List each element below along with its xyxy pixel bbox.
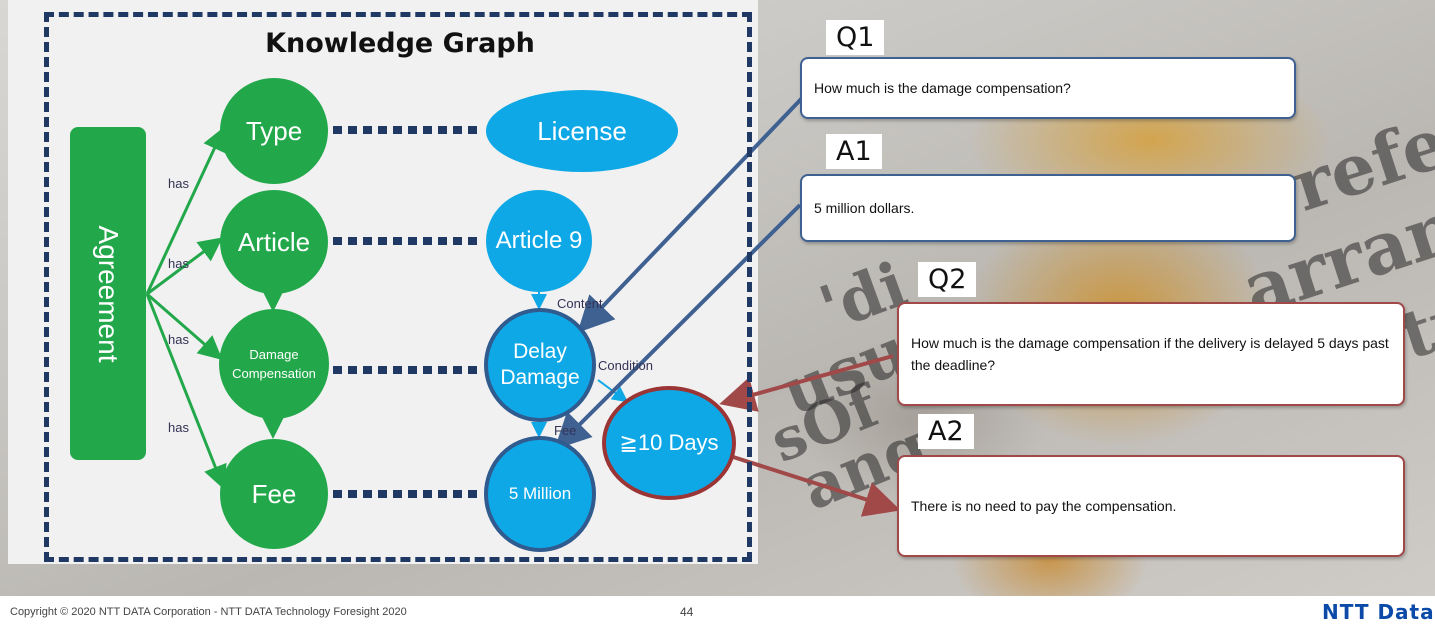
type-node: Type [220, 78, 328, 184]
page-number: 44 [680, 605, 694, 619]
damage-compensation-node: Damage Compensation [219, 309, 329, 419]
a2-text: There is no need to pay the compensation… [911, 497, 1177, 514]
five-million-node: 5 Million [484, 436, 596, 552]
knowledge-graph-border [44, 12, 752, 562]
condition-label: Condition [598, 358, 653, 373]
footer [0, 596, 1435, 628]
agreement-label: Agreement [93, 225, 124, 362]
content-label: Content [557, 296, 603, 311]
has-label-compensation: has [168, 332, 189, 347]
a1-text: 5 million dollars. [814, 199, 915, 216]
license-node: License [486, 90, 678, 172]
fee-node: Fee [220, 439, 328, 549]
arrow-q1 [577, 93, 807, 333]
q1-box: How much is the damage compensation? [800, 57, 1296, 119]
delay-damage-node: Delay Damage [484, 308, 596, 422]
ntt-data-logo: NTT Data [1322, 600, 1435, 624]
q1-text: How much is the damage compensation? [814, 79, 1071, 96]
fee-relation-label: Fee [554, 423, 577, 438]
a1-tag: A1 [826, 134, 882, 169]
agreement-node: Agreement [70, 127, 146, 460]
graph-title: Knowledge Graph [265, 28, 535, 59]
edge-has-article [146, 237, 223, 296]
has-label-type: has [168, 176, 189, 191]
edge-has-compensation [146, 292, 223, 360]
article-node: Article [220, 190, 328, 294]
ten-days-condition-node: ≧10 Days [602, 386, 736, 500]
has-label-fee: has [168, 420, 189, 435]
q2-tag: Q2 [918, 262, 977, 297]
q2-box: How much is the damage compensation if t… [897, 302, 1405, 406]
copyright-text: Copyright © 2020 NTT DATA Corporation - … [10, 606, 407, 618]
arrow-a2 [729, 454, 901, 517]
arrow-q2 [719, 354, 894, 412]
has-label-article: has [168, 256, 189, 271]
a1-box: 5 million dollars. [800, 174, 1296, 242]
article-9-node: Article 9 [486, 190, 592, 292]
q1-tag: Q1 [826, 20, 885, 55]
q2-text: How much is the damage compensation if t… [911, 334, 1389, 373]
a2-tag: A2 [918, 414, 974, 449]
edge-has-fee [145, 293, 227, 490]
edge-has-type [145, 126, 226, 295]
a2-box: There is no need to pay the compensation… [897, 455, 1405, 557]
arrow-a1 [554, 203, 802, 450]
